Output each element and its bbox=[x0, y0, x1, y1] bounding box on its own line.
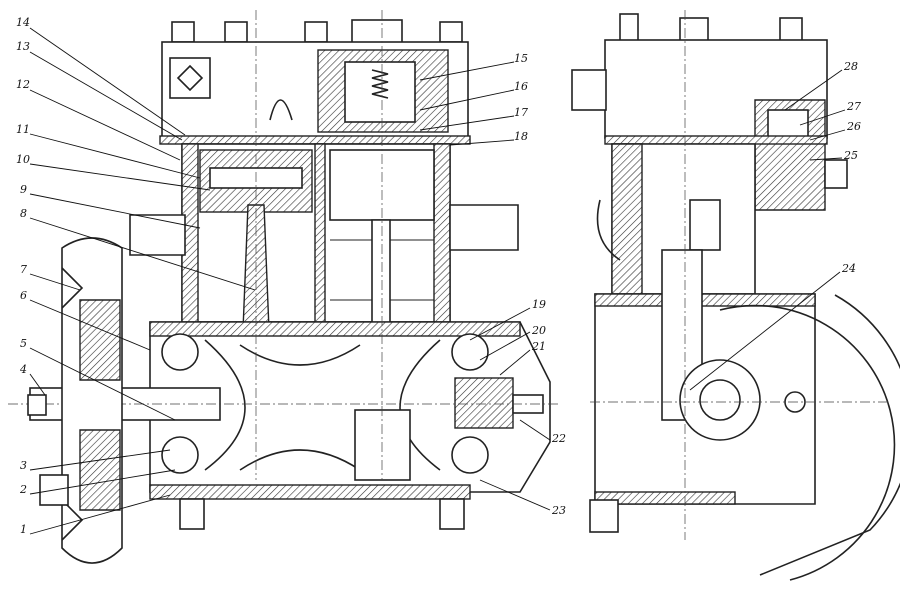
callout-16: 16 bbox=[514, 80, 528, 93]
oil-seal-assembly bbox=[454, 377, 514, 429]
callout-4: 4 bbox=[19, 363, 27, 376]
longitudinal-section bbox=[8, 10, 560, 564]
callout-19: 19 bbox=[532, 298, 546, 311]
callout-14: 14 bbox=[16, 16, 30, 29]
callout-12: 12 bbox=[16, 78, 30, 91]
callout-20: 20 bbox=[531, 324, 546, 337]
rod-cap bbox=[354, 409, 411, 481]
callout-27: 27 bbox=[846, 100, 861, 113]
valve-spring bbox=[371, 69, 389, 99]
callout-labels: 14 13 12 11 10 9 8 7 6 5 4 3 2 1 15 16 1… bbox=[16, 16, 861, 536]
callout-18: 18 bbox=[514, 130, 528, 143]
callout-9: 9 bbox=[20, 183, 27, 196]
transverse-section bbox=[571, 10, 900, 581]
callout-10: 10 bbox=[16, 153, 30, 166]
callout-1: 1 bbox=[20, 523, 27, 536]
head-bolts bbox=[171, 19, 463, 45]
callout-28: 28 bbox=[843, 60, 858, 73]
callout-8: 8 bbox=[20, 207, 27, 220]
callout-11: 11 bbox=[16, 123, 30, 136]
flywheel-guard bbox=[719, 304, 896, 581]
callout-5: 5 bbox=[20, 337, 27, 350]
inlet-fitting bbox=[176, 64, 204, 92]
callout-leaders bbox=[29, 27, 846, 535]
rear-bearing-bottom bbox=[451, 436, 489, 474]
callout-22: 22 bbox=[551, 432, 566, 445]
head-gasket bbox=[159, 135, 471, 145]
callout-25: 25 bbox=[843, 149, 858, 162]
callout-7: 7 bbox=[20, 263, 27, 276]
left-flange bbox=[129, 214, 186, 256]
callout-6: 6 bbox=[20, 289, 27, 302]
callout-21: 21 bbox=[531, 340, 546, 353]
callout-17: 17 bbox=[514, 106, 528, 119]
callout-3: 3 bbox=[20, 459, 27, 472]
callout-15: 15 bbox=[514, 52, 528, 65]
shaft-nut bbox=[27, 394, 47, 416]
callout-13: 13 bbox=[16, 40, 30, 53]
main-bearing-bottom bbox=[161, 436, 199, 474]
callout-24: 24 bbox=[841, 262, 856, 275]
right-flange bbox=[449, 204, 519, 251]
callout-2: 2 bbox=[19, 483, 27, 496]
outlet-fitting bbox=[571, 69, 607, 111]
callout-23: 23 bbox=[551, 504, 566, 517]
rear-bearing-top bbox=[451, 333, 489, 371]
callout-26: 26 bbox=[846, 120, 861, 133]
main-bearing-top bbox=[161, 333, 199, 371]
